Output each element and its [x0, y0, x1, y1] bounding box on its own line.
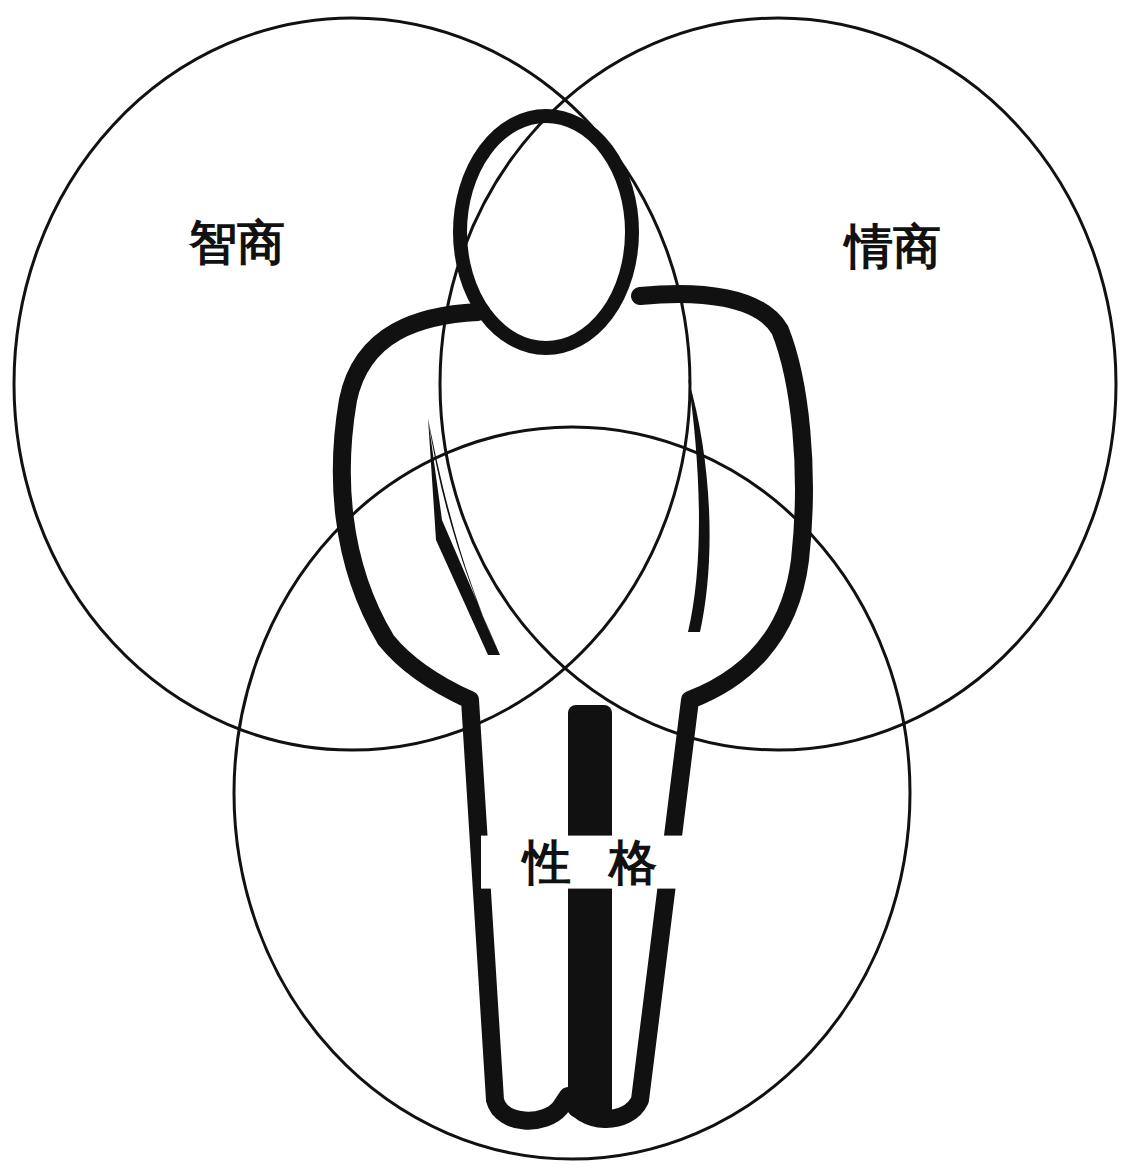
- circle-label: 情商: [841, 220, 945, 273]
- venn-circle: 性格: [232, 425, 912, 1161]
- circle-outline-shape: [14, 18, 690, 750]
- circle-label: 智商: [185, 216, 289, 269]
- circle-outline-shape: [234, 427, 910, 1159]
- figure-body: [342, 294, 804, 1121]
- circle-outline: [232, 425, 912, 1161]
- circle-outline: [438, 16, 1118, 752]
- figure-leg-bar: [568, 705, 612, 1117]
- venn-circle: 智商: [12, 16, 692, 752]
- circle-label: 性格: [481, 836, 699, 889]
- circle-outline-shape: [440, 18, 1116, 750]
- venn-circle: 情商: [438, 16, 1118, 752]
- figure-left-arm: [428, 418, 500, 655]
- circle-outline: [12, 16, 692, 752]
- figure-right-arm: [688, 378, 710, 632]
